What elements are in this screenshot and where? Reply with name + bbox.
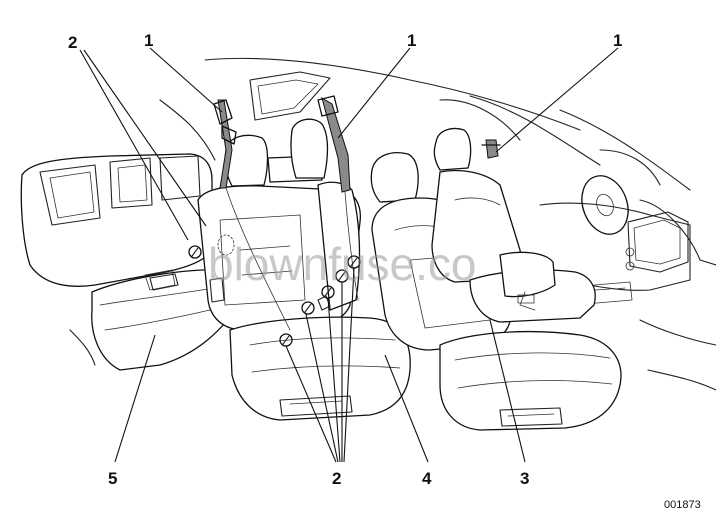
seat-belts bbox=[213, 95, 501, 331]
callout-3: 3 bbox=[520, 469, 529, 488]
figure-id: 001873 bbox=[664, 499, 701, 511]
second-row-headrest-right bbox=[290, 118, 329, 179]
buckle-2 bbox=[301, 301, 315, 315]
driver-headrest bbox=[433, 127, 472, 171]
buckle-third-row bbox=[188, 245, 202, 259]
callout-5: 5 bbox=[108, 469, 117, 488]
callout-1-rear-right: 1 bbox=[407, 31, 416, 50]
third-row-seat bbox=[20, 153, 241, 371]
leader-lines bbox=[79, 47, 619, 463]
callout-4: 4 bbox=[422, 469, 432, 488]
callout-2-bottom: 2 bbox=[332, 469, 341, 488]
callout-labels: 1 1 1 2 2 3 4 5 bbox=[68, 31, 622, 488]
watermark: blownfuse.co bbox=[208, 238, 477, 290]
seat-belt-rear-right bbox=[321, 96, 351, 193]
callout-2-top: 2 bbox=[68, 33, 77, 52]
callout-1-front: 1 bbox=[613, 31, 622, 50]
seat-belt-front bbox=[485, 139, 499, 159]
front-driver-seat bbox=[431, 127, 596, 323]
front-passenger-headrest bbox=[370, 152, 419, 203]
vehicle-body-outline bbox=[159, 57, 716, 391]
center-console bbox=[499, 251, 556, 311]
steering-wheel bbox=[581, 175, 629, 235]
callout-1-rear-left: 1 bbox=[144, 31, 153, 50]
